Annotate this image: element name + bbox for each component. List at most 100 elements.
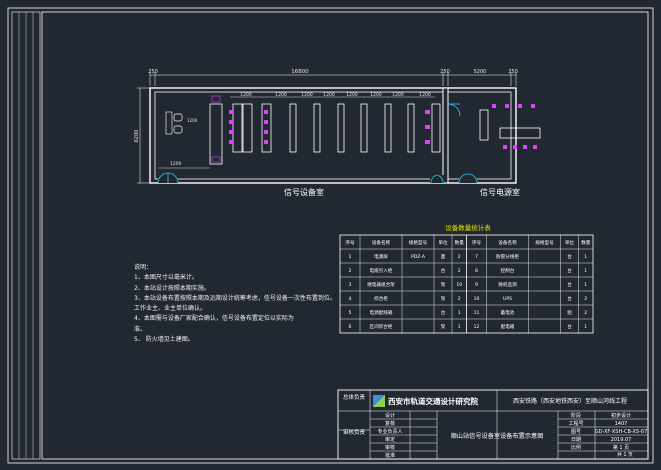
table-cell: 架 bbox=[441, 324, 446, 330]
title-block-meta-label: 比例 bbox=[571, 444, 581, 451]
table-cell: 2 bbox=[349, 268, 352, 274]
design-notes: 说明： 1、本图尺寸以毫米计。 2、本站设计按照本期实施。 3、本站设备布置按照… bbox=[134, 263, 336, 345]
dim-right-end: 250 bbox=[508, 69, 518, 75]
outer-border bbox=[7, 7, 654, 464]
room-label-power-supply: 信号电源室 bbox=[480, 187, 520, 197]
table-cell: 10 bbox=[474, 296, 480, 302]
table-cell: 2 bbox=[584, 310, 587, 316]
table-cell: 台 bbox=[567, 295, 572, 302]
inner-wall bbox=[154, 91, 512, 180]
table-cell: 10 bbox=[456, 282, 462, 288]
title-block-meta-value: 1407 bbox=[615, 421, 628, 427]
table-cell: 台 bbox=[567, 253, 572, 260]
dim-col-2: 1200 bbox=[275, 92, 287, 98]
table-cell: 1 bbox=[584, 324, 587, 330]
dim-left-end: 250 bbox=[148, 69, 158, 75]
notes-line-5: 4、本图需与设备厂家配合确认，信号设备布置定位以实际为 bbox=[134, 315, 294, 323]
table-cell: 1 bbox=[584, 268, 587, 274]
title-block-role: 专业负责人 bbox=[377, 428, 402, 435]
table-header-cell: 序号 bbox=[345, 239, 355, 246]
table-header-cell: 数量 bbox=[581, 239, 591, 246]
title-block-meta-label: 阶段 bbox=[571, 412, 581, 419]
partition-wall bbox=[442, 87, 449, 184]
table-cell: 微机监测 bbox=[498, 281, 517, 288]
cabinet-rows bbox=[209, 95, 441, 165]
table-cell: 台 bbox=[567, 281, 572, 288]
room-label-signal-equipment: 信号设备室 bbox=[284, 187, 324, 197]
left-binding-strip bbox=[11, 11, 41, 460]
table-cell: 5 bbox=[349, 310, 352, 316]
dim-col-1: 1200 bbox=[240, 92, 252, 98]
table-header-cell: 规格型号 bbox=[409, 239, 428, 246]
table-cell: UPS bbox=[503, 296, 512, 302]
inner-frame bbox=[41, 11, 649, 460]
designer-label: 总体负责 bbox=[343, 393, 366, 401]
title-block: 西安市轨道交通设计研究院 西安铁路（西安地铁西安）至顺山河线工程 总体负责 审核… bbox=[337, 389, 649, 460]
table-header-cell: 单位 bbox=[565, 239, 575, 246]
table-cell: 2 bbox=[458, 296, 461, 302]
title-block-meta-value: 第 1 页 bbox=[613, 444, 629, 451]
table-cell: 蓄电池 bbox=[501, 309, 515, 316]
table-cell: 控制台 bbox=[501, 267, 515, 274]
table-cell: 架 bbox=[441, 282, 446, 288]
table-cell: 继电器组合架 bbox=[367, 281, 395, 288]
power-room-equipment bbox=[479, 104, 541, 149]
dim-col-3: 1200 bbox=[301, 92, 313, 98]
table-header-cell: 规格型号 bbox=[535, 239, 554, 246]
table-cell: 9 bbox=[475, 282, 478, 288]
institute-logo-icon bbox=[373, 395, 385, 407]
table-cell: 11 bbox=[474, 310, 480, 316]
table-cell: 2 bbox=[584, 296, 587, 302]
dim-col-7: 1200 bbox=[392, 92, 404, 98]
table-cell: 电缆引入柜 bbox=[370, 267, 393, 274]
table-cell: 2 bbox=[458, 254, 461, 260]
table-cell: 3 bbox=[349, 282, 352, 288]
table-header-cell: 单位 bbox=[438, 239, 448, 246]
table-cell: 综合柜 bbox=[374, 295, 388, 302]
table-cell: 4 bbox=[349, 296, 352, 302]
dim-mid: 250 bbox=[440, 69, 450, 75]
checker-label: 审核负责 bbox=[343, 428, 366, 436]
console-seats: 1200 bbox=[165, 111, 198, 135]
table-cell: 6 bbox=[349, 324, 352, 330]
title-block-meta-value: 2019.07 bbox=[611, 437, 632, 443]
table-cell: 2 bbox=[458, 268, 461, 274]
project-name: 西安铁路（西安地铁西安）至顺山河线工程 bbox=[513, 397, 627, 405]
table-header-cell: 设备名称 bbox=[498, 239, 517, 246]
equipment-table-title: 设备数量统计表 bbox=[445, 223, 491, 232]
title-block-role: 批准 bbox=[385, 452, 395, 459]
notes-line-3: 3、本站设备布置按照本期及远期设计统筹考虑，信号设备一次性布置到位。 bbox=[134, 294, 336, 302]
table-cell: 12 bbox=[474, 324, 480, 330]
table-cell: 7 bbox=[475, 254, 478, 260]
institute-name: 西安市轨道交通设计研究院 bbox=[388, 396, 478, 406]
doors bbox=[157, 103, 478, 184]
table-cell: 配电箱 bbox=[501, 323, 515, 330]
table-cell: PDZ-A bbox=[411, 254, 426, 260]
title-block-role: 审核 bbox=[385, 444, 395, 451]
notes-heading: 说明： bbox=[134, 264, 153, 271]
title-block-meta-label: 日期 bbox=[571, 437, 581, 443]
dim-col-5: 1200 bbox=[346, 92, 358, 98]
drawing-title: 顺山站信号设备室设备布置示意图 bbox=[451, 432, 544, 440]
dim-height: 6200 bbox=[134, 130, 140, 143]
title-block-meta-value: 初步设计 bbox=[611, 412, 631, 419]
table-cell: 台 bbox=[567, 323, 572, 330]
notes-line-1: 1、本图尺寸以毫米计。 bbox=[134, 274, 198, 282]
table-cell: 电源配线箱 bbox=[370, 309, 393, 316]
table-cell: 台 bbox=[567, 267, 572, 274]
table-cell: 1 bbox=[458, 324, 461, 330]
dim-right: 5200 bbox=[474, 69, 487, 75]
title-block-role: 设计 bbox=[385, 412, 395, 419]
title-block-meta-value: GD-XF-XSH-CB-XS-07 bbox=[595, 429, 648, 435]
table-cell: 1 bbox=[458, 310, 461, 316]
title-block-meta-label: 图号 bbox=[571, 429, 581, 435]
table-header-cell: 序号 bbox=[472, 239, 482, 246]
table-cell: 台 bbox=[441, 267, 446, 274]
outer-wall bbox=[149, 87, 517, 184]
table-cell: 8 bbox=[475, 268, 478, 274]
title-block-role: 审定 bbox=[385, 436, 395, 443]
table-cell: 架 bbox=[441, 296, 446, 302]
table-cell: 防雷分线柜 bbox=[496, 253, 519, 260]
table-cell: 1 bbox=[584, 254, 587, 260]
